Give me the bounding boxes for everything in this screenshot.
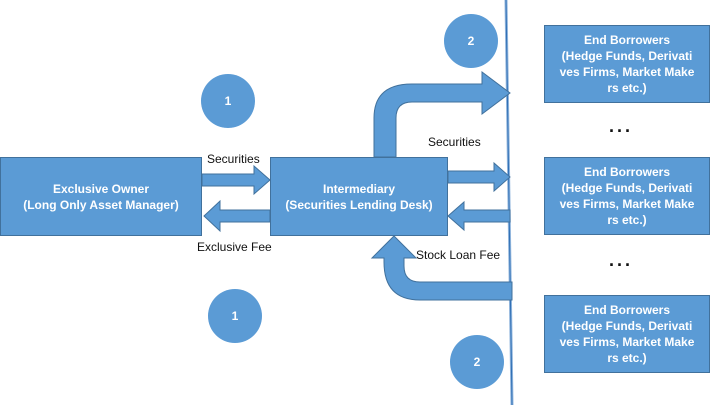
stock-loan-fee-arrow-left	[447, 200, 511, 232]
step-circle-1-bottom: 1	[208, 289, 262, 343]
securities-arrow-to-borrowers	[447, 161, 511, 193]
step-circle-2-top: 2	[444, 14, 498, 68]
exclusive-owner-box: Exclusive Owner (Long Only Asset Manager…	[0, 157, 202, 236]
borrowers-desc-line: (Hedge Funds, Derivati	[561, 181, 693, 195]
securities-arrow-right	[201, 164, 271, 196]
end-borrowers-box-top: End Borrowers (Hedge Funds, Derivati ves…	[544, 25, 710, 103]
label-exclusive-fee: Exclusive Fee	[197, 240, 272, 254]
ellipsis-lower: ...	[609, 250, 634, 270]
step-circle-2-bottom: 2	[450, 335, 504, 389]
label-securities-left: Securities	[207, 152, 260, 166]
ellipsis-upper: ...	[609, 116, 634, 136]
borrowers-desc-line: rs etc.)	[607, 351, 647, 365]
borrowers-title: End Borrowers	[583, 303, 670, 317]
label-stock-loan-fee: Stock Loan Fee	[416, 248, 501, 262]
intermediary-subtitle: (Securities Lending Desk)	[285, 197, 433, 212]
owner-subtitle: (Long Only Asset Manager)	[23, 197, 179, 212]
borrowers-title: End Borrowers	[583, 165, 670, 179]
end-borrowers-box-bottom: End Borrowers (Hedge Funds, Derivati ves…	[544, 295, 710, 373]
step-circle-1-top: 1	[201, 74, 255, 128]
borrowers-desc-line: (Hedge Funds, Derivati	[561, 49, 693, 63]
label-securities-right: Securities	[428, 135, 481, 149]
borrowers-title: End Borrowers	[583, 33, 670, 47]
intermediary-box: Intermediary (Securities Lending Desk)	[270, 157, 448, 236]
borrowers-desc-line: ves Firms, Market Make	[559, 335, 695, 349]
intermediary-title: Intermediary	[322, 181, 396, 196]
bent-arrow-to-top-borrowers	[373, 71, 511, 158]
owner-title: Exclusive Owner	[52, 181, 150, 196]
borrowers-desc-line: (Hedge Funds, Derivati	[561, 319, 693, 333]
bent-arrow-from-bottom-borrowers	[370, 235, 513, 301]
exclusive-fee-arrow-left	[203, 199, 271, 233]
borrowers-desc-line: ves Firms, Market Make	[559, 197, 695, 211]
borrowers-desc-line: rs etc.)	[607, 213, 647, 227]
borrowers-desc-line: rs etc.)	[607, 81, 647, 95]
borrowers-desc-line: ves Firms, Market Make	[559, 65, 695, 79]
end-borrowers-box-middle: End Borrowers (Hedge Funds, Derivati ves…	[544, 157, 710, 235]
